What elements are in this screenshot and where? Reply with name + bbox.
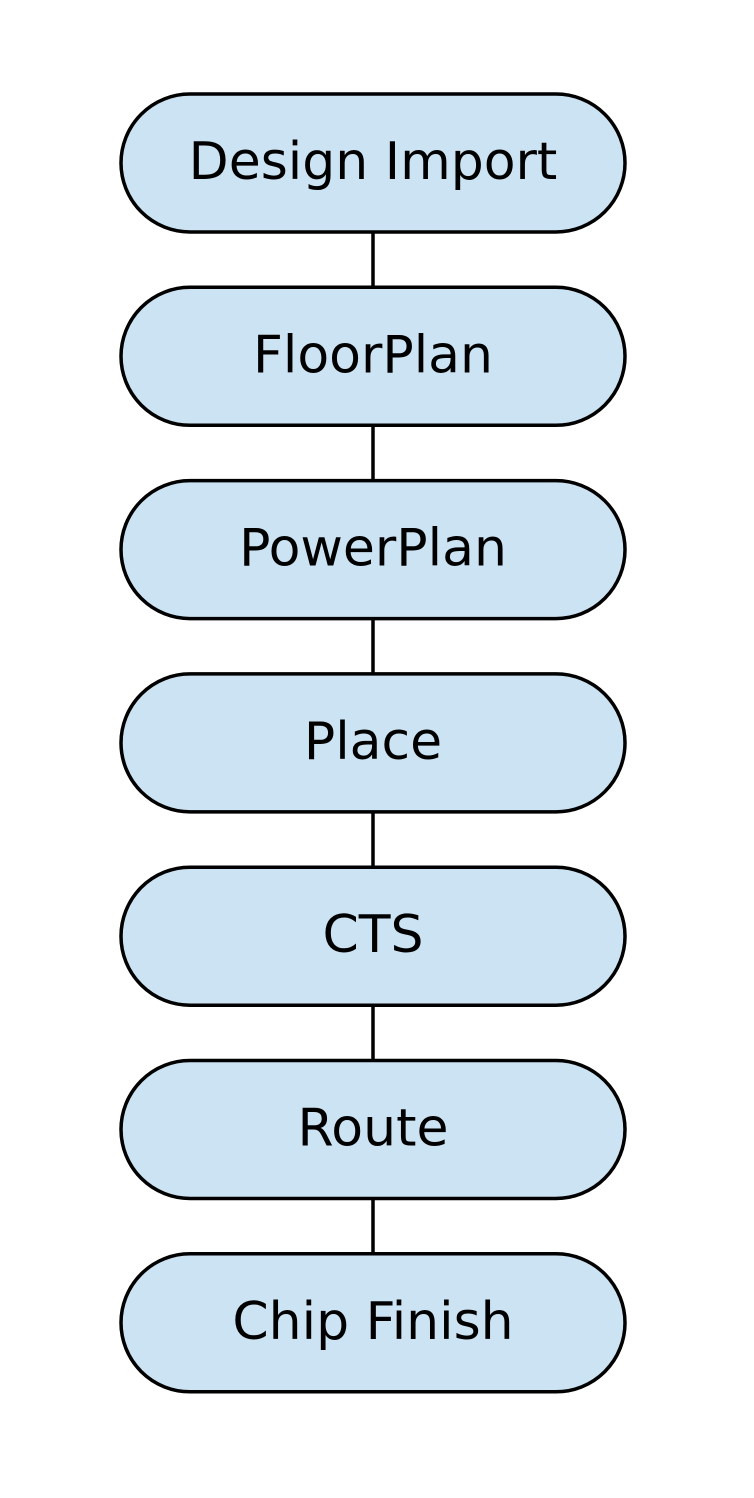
node-shape [119,865,627,1007]
node-label: FloorPlan [253,325,493,385]
node-place: Place [119,672,627,814]
node-label: Chip Finish [232,1292,513,1352]
node-cts: CTS [119,865,627,1007]
node-label: Route [298,1099,449,1159]
node-route: Route [119,1058,627,1201]
node-label: Design Import [189,132,558,192]
node-label: Place [304,712,442,772]
node-floorplan: FloorPlan [119,285,627,428]
node-shape [119,92,627,234]
node-shape [119,1252,627,1394]
node-shape [119,672,627,814]
node-shape [119,478,627,621]
node-label: PowerPlan [239,519,507,579]
node-powerplan: PowerPlan [119,478,627,621]
node-label: CTS [322,905,423,965]
node-shape [119,1058,627,1201]
node-shape [119,285,627,428]
node-design-import: Design Import [119,92,627,234]
node-chip-finish: Chip Finish [119,1252,627,1394]
